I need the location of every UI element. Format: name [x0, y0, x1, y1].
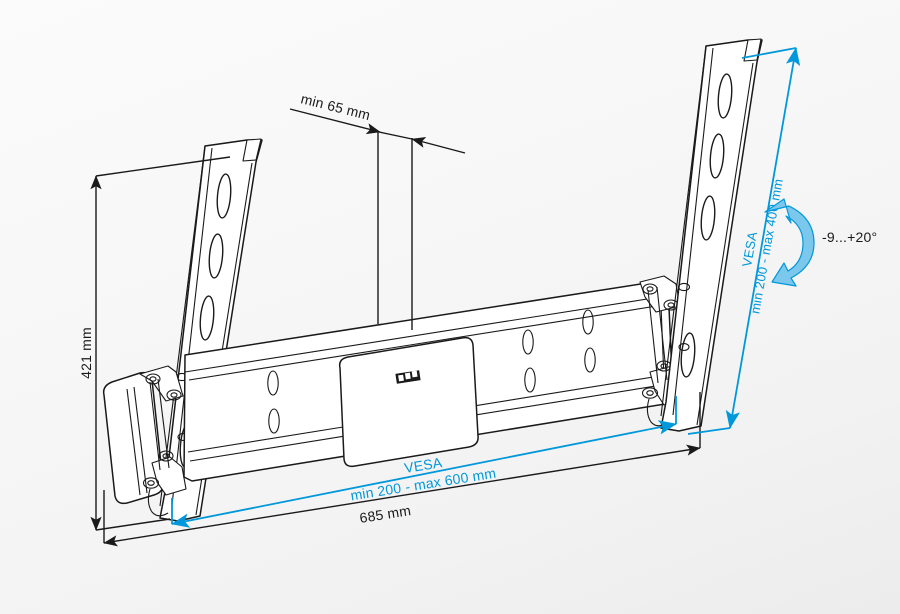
- dimension-height-label: 421 mm: [78, 327, 94, 379]
- dimension-depth-label: min 65 mm: [299, 90, 372, 123]
- dimension-width-label: 685 mm: [358, 502, 412, 526]
- tilt-angle-indicator: -9...+20°: [764, 198, 877, 287]
- vesa-horizontal-line1: VESA: [403, 454, 444, 476]
- bolt-head: [642, 283, 658, 295]
- bolt-head: [166, 389, 182, 401]
- vesa-vertical-line1: VESA: [739, 230, 760, 268]
- center-cover-plate: [338, 336, 479, 468]
- tilt-angle-label: -9...+20°: [822, 229, 877, 245]
- dimension-depth-min65mm: min 65 mm: [289, 90, 466, 330]
- curved-tilt-arrow-icon: [764, 198, 815, 287]
- three-segment-logo: [395, 370, 421, 384]
- bolt-head: [641, 387, 659, 399]
- bolt-head: [145, 373, 161, 385]
